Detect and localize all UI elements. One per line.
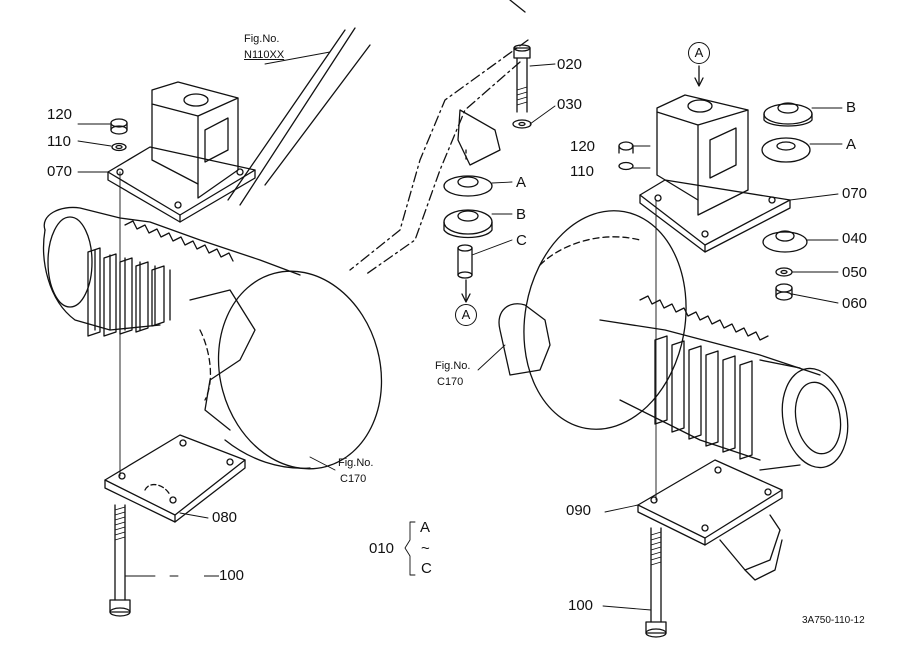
left-bottom-plate (104, 434, 246, 523)
center-label-030: 030 (557, 96, 583, 113)
right-label-070: 070 (842, 185, 868, 202)
right-bottom-plate (637, 459, 783, 581)
center-label-020: 020 (557, 56, 583, 73)
left-engine (42, 206, 383, 470)
left-label-120: 120 (47, 106, 73, 123)
left-bracket (107, 81, 256, 223)
center-circle-A: A (455, 304, 477, 326)
frame-lines (227, 0, 529, 276)
right-label-A: A (846, 136, 857, 153)
center-label-A: A (516, 174, 527, 191)
left-label-110: 110 (47, 133, 71, 150)
right-label-120: 120 (570, 138, 596, 155)
right-rubber-parts (618, 65, 813, 301)
fig-ref-left-engine-line2: C170 (340, 473, 367, 485)
left-label-070: 070 (47, 163, 73, 180)
set-note-tilde: ~ (421, 540, 430, 557)
fig-ref-left-engine-line1: Fig.No. (338, 457, 374, 469)
right-label-100: 100 (568, 597, 594, 614)
leader-lines (77, 51, 843, 611)
set-note-from: A (420, 519, 431, 536)
right-label-B: B (846, 99, 857, 116)
fig-ref-top-line1: Fig.No. (244, 33, 280, 45)
center-label-B: B (516, 206, 527, 223)
fig-ref-right-engine-line2: C170 (437, 376, 464, 388)
right-label-110: 110 (570, 163, 594, 180)
right-label-040: 040 (842, 230, 868, 247)
figure-code: 3A750-110-12 (802, 615, 865, 626)
right-label-090: 090 (566, 502, 592, 519)
set-note-part: 010 (369, 540, 395, 557)
set-note-to: C (421, 560, 432, 577)
left-label-100: —100 (204, 567, 245, 584)
fig-ref-right-engine-line1: Fig.No. (435, 360, 471, 372)
fig-ref-top-line2: N110XX (244, 49, 285, 61)
right-circle-A: A (688, 42, 710, 64)
right-bolt (645, 199, 667, 638)
center-label-C: C (516, 232, 527, 249)
center-mount (443, 44, 532, 303)
right-label-050: 050 (842, 264, 868, 281)
left-bolt (109, 171, 131, 617)
left-nut-washer (110, 118, 128, 152)
left-label-080: 080 (212, 509, 238, 526)
right-engine (498, 210, 849, 471)
right-label-060: 060 (842, 295, 868, 312)
